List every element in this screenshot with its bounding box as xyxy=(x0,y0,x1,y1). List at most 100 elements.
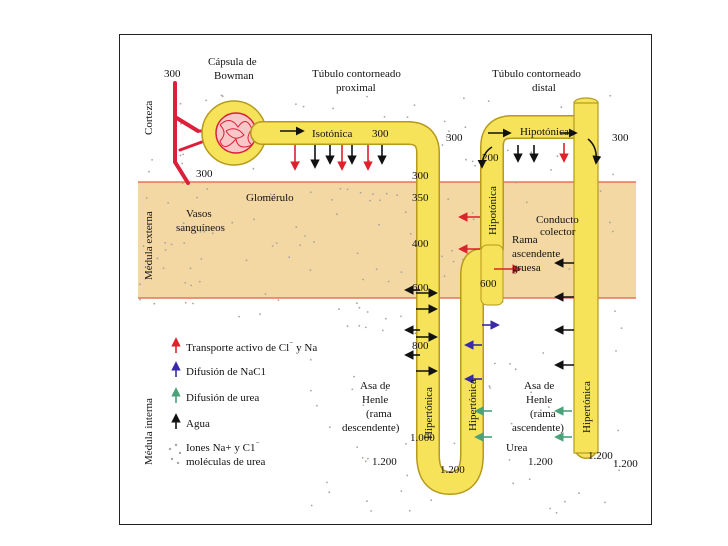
ion-dot xyxy=(310,504,313,507)
ion-dot xyxy=(515,181,518,184)
ion-dot xyxy=(328,426,331,428)
ion-dot xyxy=(313,241,315,243)
ion-dot xyxy=(506,149,509,152)
label-proximal-1: Túbulo contorneado xyxy=(312,68,401,80)
ion-dot xyxy=(548,406,550,408)
ion-dot xyxy=(396,194,399,197)
ion-dot xyxy=(271,245,274,247)
ion-dot xyxy=(298,161,300,163)
ion-dot xyxy=(162,267,165,270)
ion-dot xyxy=(385,389,388,392)
ion-dot xyxy=(404,211,407,214)
active-transport-arrows xyxy=(290,143,569,274)
ion-dot xyxy=(441,255,443,258)
ion-dot xyxy=(252,167,255,170)
ion-dot xyxy=(326,481,328,484)
ion-dot xyxy=(488,385,491,388)
osm-mid-1200: 1.200 xyxy=(528,456,553,468)
ion-dot xyxy=(564,500,566,503)
ion-dot xyxy=(525,385,527,387)
ion-dot xyxy=(409,232,412,235)
state-hypertonic-asc: Hipertónica xyxy=(467,379,479,431)
ion-dot xyxy=(221,95,224,98)
ion-dot xyxy=(231,221,234,224)
ion-dot xyxy=(452,260,455,263)
osm-desc-600: 600 xyxy=(412,282,429,294)
ion-dot xyxy=(405,443,407,445)
tubule xyxy=(250,115,598,495)
ion-dot xyxy=(362,278,364,281)
osm-edge-1200: 1.200 xyxy=(613,458,638,470)
ion-dot xyxy=(203,230,206,233)
water-arrows xyxy=(310,145,574,376)
ion-dot xyxy=(328,491,331,494)
ion-dot xyxy=(525,201,528,204)
label-distal-2: distal xyxy=(532,82,556,94)
ion-dot xyxy=(269,193,272,196)
ion-dot xyxy=(487,100,490,102)
ion-dot xyxy=(443,275,446,278)
ion-dot xyxy=(356,302,358,305)
ion-dot xyxy=(448,130,450,133)
ion-dot xyxy=(310,389,312,392)
label-collecting-duct-2: colector xyxy=(540,226,576,238)
thick-ascending-limb xyxy=(480,244,504,306)
zone-label-cortex: Corteza xyxy=(143,101,155,135)
ion-dot xyxy=(447,198,450,201)
label-urea: Urea xyxy=(506,442,527,454)
ion-dot xyxy=(179,154,182,157)
ion-dot xyxy=(346,188,349,191)
ion-dot xyxy=(370,510,372,512)
ion-dot xyxy=(151,159,153,161)
ion-dot xyxy=(568,268,571,270)
ion-dot xyxy=(508,459,511,461)
urea-diffusion-arrows xyxy=(474,406,572,442)
state-hypertonic-duct: Hipertónica xyxy=(581,381,593,433)
label-desc-limb-4: descendente) xyxy=(342,422,400,434)
ion-dot xyxy=(309,358,312,361)
ion-dot xyxy=(384,317,387,320)
ion-dot xyxy=(443,120,446,123)
ion-dot xyxy=(536,267,539,269)
ion-dot xyxy=(379,199,381,202)
ion-dot xyxy=(489,387,491,389)
ion-dot xyxy=(604,501,606,504)
ion-dot xyxy=(182,153,184,156)
ion-dot xyxy=(369,199,371,202)
ion-dot xyxy=(238,315,240,318)
ion-dot xyxy=(453,442,456,445)
ion-dot xyxy=(615,350,617,352)
ion-dot xyxy=(335,213,338,216)
ion-dot xyxy=(331,199,333,201)
ion-dot xyxy=(148,170,150,173)
ion-dot xyxy=(372,193,374,196)
ion-dot xyxy=(471,212,474,214)
ion-dot xyxy=(142,245,145,248)
legend-nacl: Difusión de NaC1 xyxy=(186,366,266,378)
ion-dot xyxy=(406,116,409,118)
ion-dot xyxy=(198,280,201,283)
ion-dot xyxy=(512,482,515,485)
ion-dot xyxy=(304,235,306,237)
ion-dot xyxy=(295,103,297,105)
ion-dot xyxy=(153,302,156,305)
ion-dot xyxy=(413,104,416,106)
ion-dot xyxy=(614,461,617,464)
ion-dot xyxy=(375,268,378,271)
label-bowman-2: Bowman xyxy=(214,70,254,82)
label-vessels-2: sanguíneos xyxy=(176,222,225,234)
ion-dot xyxy=(514,368,517,371)
ion-dot xyxy=(471,160,474,163)
osm-desc-400: 400 xyxy=(412,238,429,250)
ion-dot xyxy=(211,232,214,235)
label-collecting-duct-1: Conducto xyxy=(536,214,579,226)
ion-dot xyxy=(549,507,552,510)
ion-dot xyxy=(463,97,465,100)
label-proximal-2: proximal xyxy=(336,82,376,94)
ion-dot xyxy=(528,478,531,481)
ion-dot xyxy=(533,237,536,240)
ion-dot xyxy=(555,511,558,514)
ion-dot xyxy=(464,126,467,129)
ion-dot xyxy=(445,135,448,138)
ion-dot xyxy=(181,182,184,185)
